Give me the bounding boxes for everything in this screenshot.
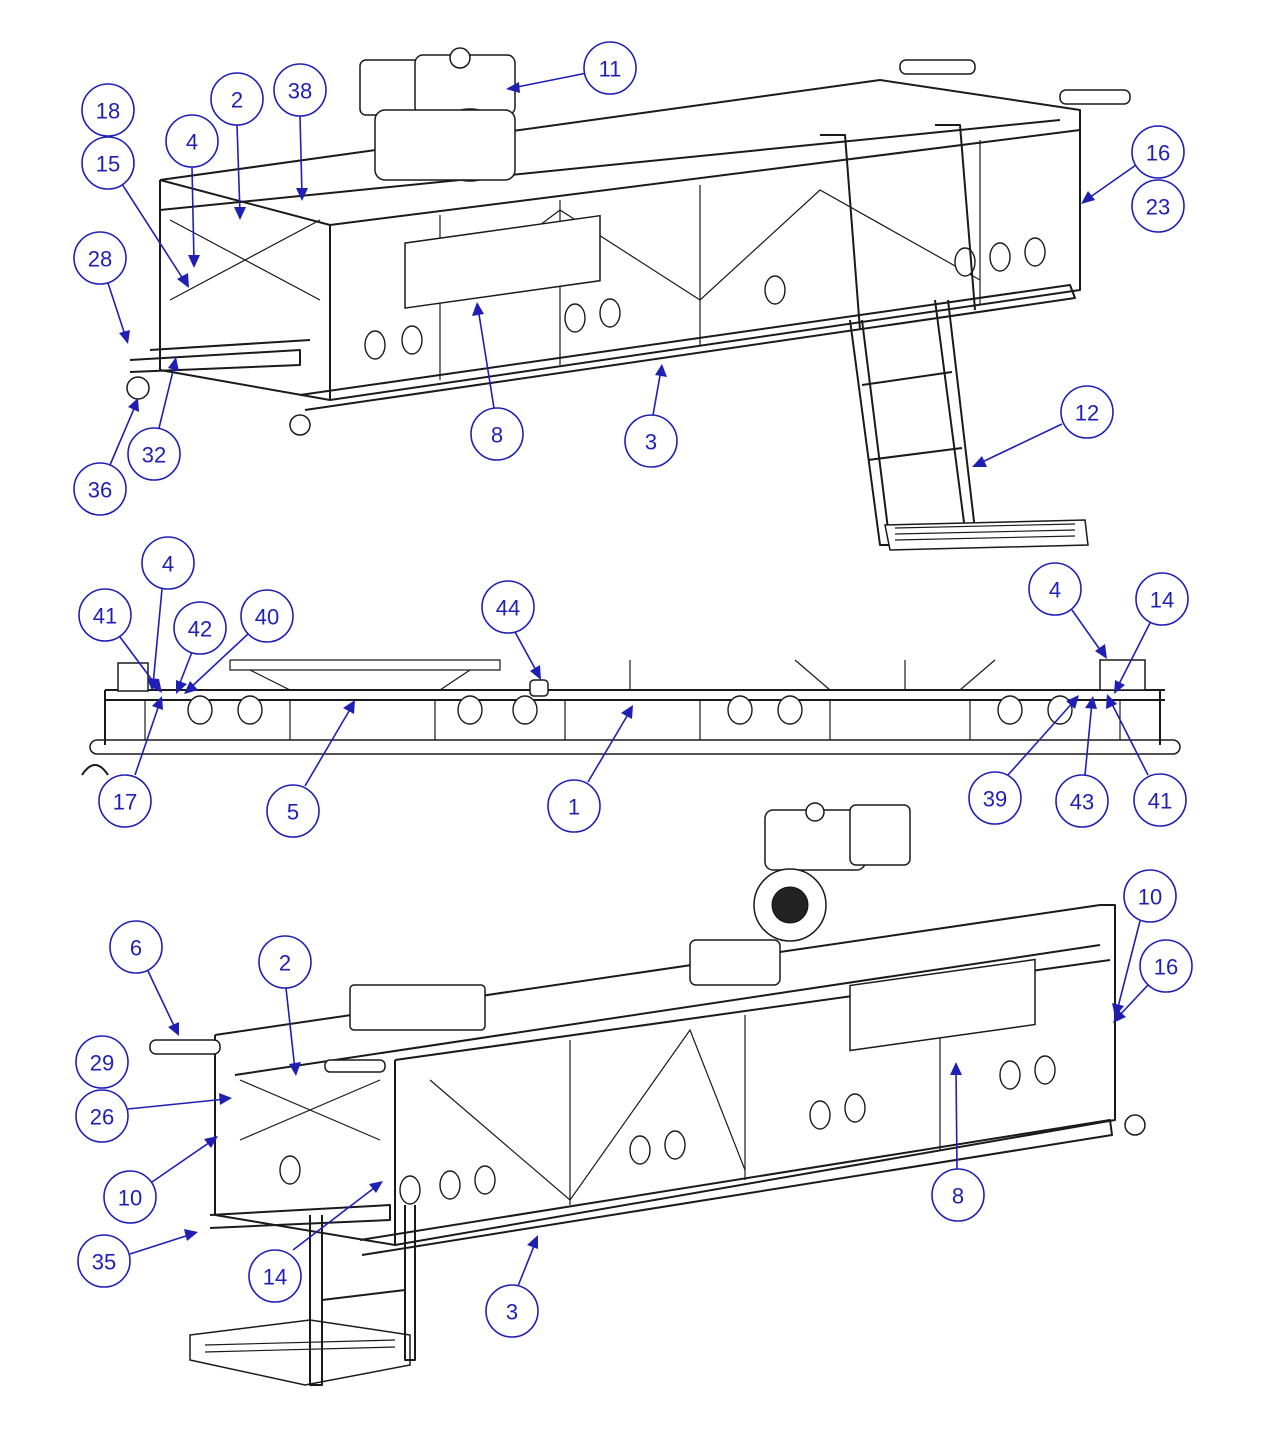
engine-bottom [689,802,911,986]
callout-label: 16 [1146,141,1170,166]
callout-label: 42 [188,617,212,642]
bottom-view-holes [279,1055,1056,1205]
callout-balloon: 3 [624,364,678,468]
callout-balloon: 41 [1106,694,1187,827]
callout-balloon: 4 [141,536,195,691]
callout-balloon: 38 [273,63,327,201]
middle-view-assembly [81,659,1181,776]
callout-label: 16 [1154,955,1178,980]
callout-balloon: 6 [109,920,179,1036]
callout-balloon: 18 [81,83,135,137]
top-view-assembly [126,47,1131,551]
callout-balloon: 10 [103,1136,218,1224]
callout-label: 41 [93,604,117,629]
callout-label: 26 [90,1105,114,1130]
callout-label: 1 [568,795,580,820]
callout-balloon: 23 [1131,179,1185,233]
ladder-bottom [189,1205,416,1386]
callout-balloon: 8 [931,1062,985,1222]
callouts-top-view: 11 18 2 38 4 15 16 [73,41,1185,516]
callout-balloon: 44 [481,580,541,680]
bottom-view-assembly [149,802,1146,1386]
callout-label: 14 [1150,588,1174,613]
callout-balloon: 15 [81,136,189,288]
callout-balloon: 39 [968,695,1079,825]
callout-label: 38 [288,79,312,104]
callout-label: 10 [118,1186,142,1211]
callout-label: 4 [186,130,198,155]
callout-balloon: 41 [78,588,162,693]
callout-label: 18 [96,99,120,124]
callout-balloon: 28 [73,231,130,344]
callout-label: 3 [645,430,657,455]
callout-balloon: 10 [1112,869,1177,1017]
callout-label: 15 [96,152,120,177]
callouts-middle-view: 4 41 42 40 44 4 14 [78,536,1189,838]
callout-balloon: 14 [248,1181,383,1303]
callout-balloon: 12 [972,385,1114,467]
callout-label: 43 [1070,790,1094,815]
callout-label: 8 [952,1184,964,1209]
callout-label: 29 [90,1051,114,1076]
callout-label: 14 [263,1265,287,1290]
callout-balloon: 2 [210,72,264,220]
callout-balloon: 2 [258,935,312,1076]
callout-label: 4 [162,552,174,577]
callout-label: 23 [1146,195,1170,220]
callout-balloon: 29 [75,1035,129,1089]
callout-balloon: 42 [173,601,227,694]
callout-label: 10 [1138,885,1162,910]
callout-label: 44 [496,596,520,621]
callout-label: 2 [231,88,243,113]
callout-label: 8 [491,423,503,448]
callout-balloon: 16 [1113,939,1193,1023]
callout-label: 35 [92,1250,116,1275]
callout-balloon: 16 [1081,125,1185,204]
callout-balloon: 4 [1028,562,1107,659]
callout-balloon: 43 [1055,696,1109,828]
callout-label: 40 [255,605,279,630]
callout-balloon: 14 [1114,572,1189,694]
ladder-top [820,124,1089,551]
callout-label: 12 [1075,401,1099,426]
engine-top [359,47,516,182]
callout-label: 28 [88,247,112,272]
callout-balloon: 5 [266,700,355,838]
callout-balloon: 35 [77,1229,198,1288]
callout-balloon: 1 [547,705,633,833]
callout-balloon: 36 [73,398,139,516]
callout-balloon: 4 [165,114,219,268]
callout-label: 3 [506,1300,518,1325]
middle-view-posts [144,700,1121,740]
callout-label: 11 [599,57,622,82]
callout-label: 17 [113,790,137,815]
callout-label: 5 [287,800,299,825]
callout-label: 36 [88,478,112,503]
callout-balloon: 32 [127,357,181,481]
callout-balloon: 11 [506,41,637,95]
callout-balloon: 17 [98,696,163,828]
callout-balloon: 3 [485,1235,539,1338]
middle-view-holes [187,695,1073,725]
callout-balloon: 8 [470,302,524,461]
callout-label: 2 [279,951,291,976]
callout-label: 4 [1049,578,1061,603]
callouts-bottom-view: 10 6 2 16 29 26 10 [75,869,1193,1338]
callout-label: 39 [983,787,1007,812]
callout-balloon: 26 [75,1089,232,1143]
callout-label: 32 [142,443,166,468]
callout-label: 6 [130,936,142,961]
callout-balloon: 40 [184,589,294,694]
callout-label: 41 [1148,789,1172,814]
